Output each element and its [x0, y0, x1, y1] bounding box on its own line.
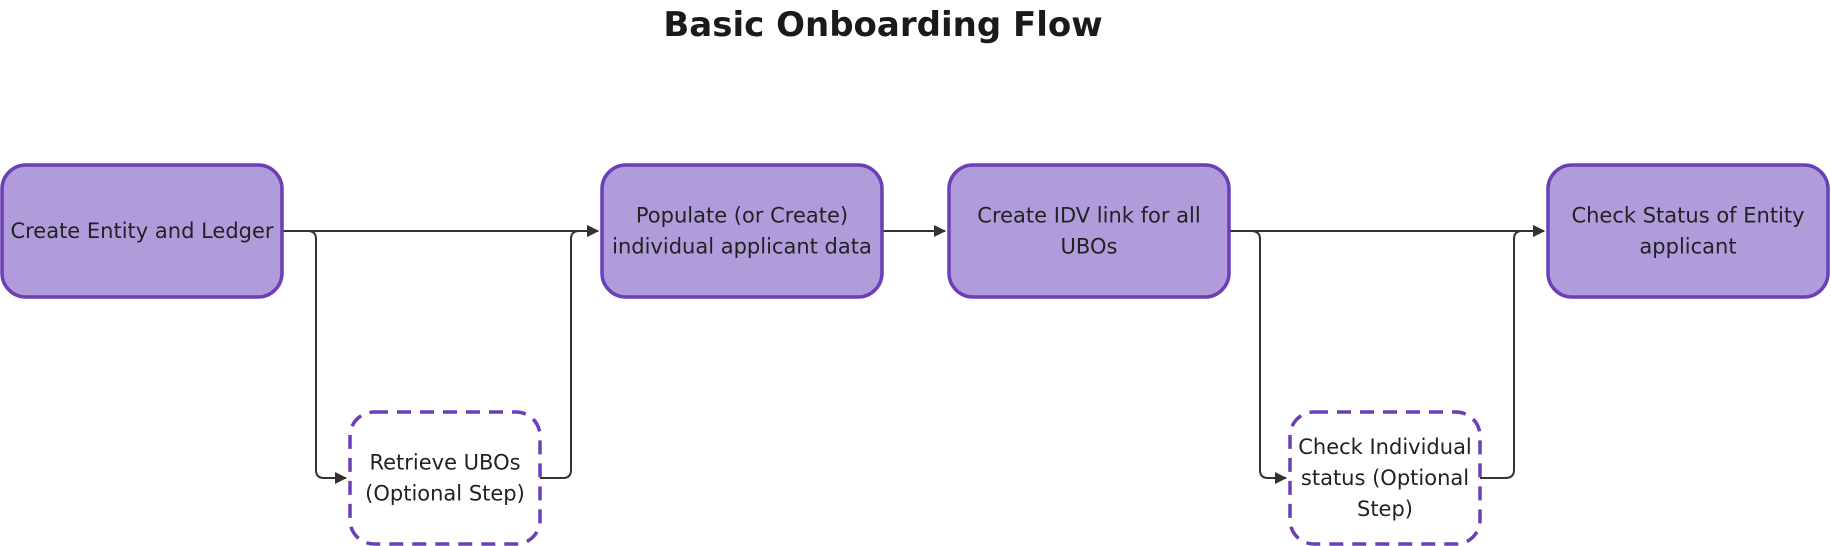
node-box-create-entity — [0, 163, 284, 299]
node-label-populate-applicant-line-1: Populate (or Create) — [636, 204, 848, 228]
node-box-check-entity-status — [1546, 163, 1830, 299]
node-create-entity: Create Entity and Ledger — [0, 163, 284, 299]
node-box-retrieve-ubos — [348, 410, 542, 546]
node-label-populate-applicant-line-2: individual applicant data — [612, 235, 872, 259]
edges-layer — [282, 225, 1545, 484]
node-label-check-entity-status-line-2: applicant — [1639, 235, 1736, 259]
node-label-check-individual-status-line-1: Check Individual — [1298, 435, 1472, 459]
edge-retrieve-ubos-to-populate-applicant — [540, 225, 599, 479]
node-box-create-idv-link — [947, 163, 1231, 299]
node-label-create-entity-line-1: Create Entity and Ledger — [10, 219, 273, 243]
edge-check-individual-status-to-check-entity-status — [1480, 225, 1545, 479]
node-label-retrieve-ubos-line-2: (Optional Step) — [365, 482, 525, 506]
node-label-check-entity-status-line-1: Check Status of Entity — [1571, 204, 1804, 228]
node-box-check-individual-status — [1288, 410, 1482, 546]
node-box-populate-applicant — [600, 163, 884, 299]
node-label-check-individual-status-line-2: status (Optional — [1301, 466, 1469, 490]
node-label-check-individual-status-line-3: Step) — [1357, 497, 1413, 521]
nodes-layer: Create Entity and Ledger Populate (or Cre… — [0, 163, 1830, 546]
node-populate-applicant: Populate (or Create) individual applicant… — [600, 163, 884, 299]
node-retrieve-ubos: Retrieve UBOs (Optional Step) — [348, 410, 542, 546]
node-label-create-idv-link-line-2: UBOs — [1061, 235, 1118, 259]
edge-create-idv-link-to-check-individual-status — [1229, 230, 1287, 484]
node-label-create-idv-link-line-1: Create IDV link for all — [977, 204, 1200, 228]
node-label-retrieve-ubos-line-1: Retrieve UBOs — [369, 451, 520, 475]
edge-create-entity-to-retrieve-ubos — [282, 230, 347, 484]
diagram-title: Basic Onboarding Flow — [663, 5, 1102, 45]
node-check-entity-status: Check Status of Entity applicant — [1546, 163, 1830, 299]
